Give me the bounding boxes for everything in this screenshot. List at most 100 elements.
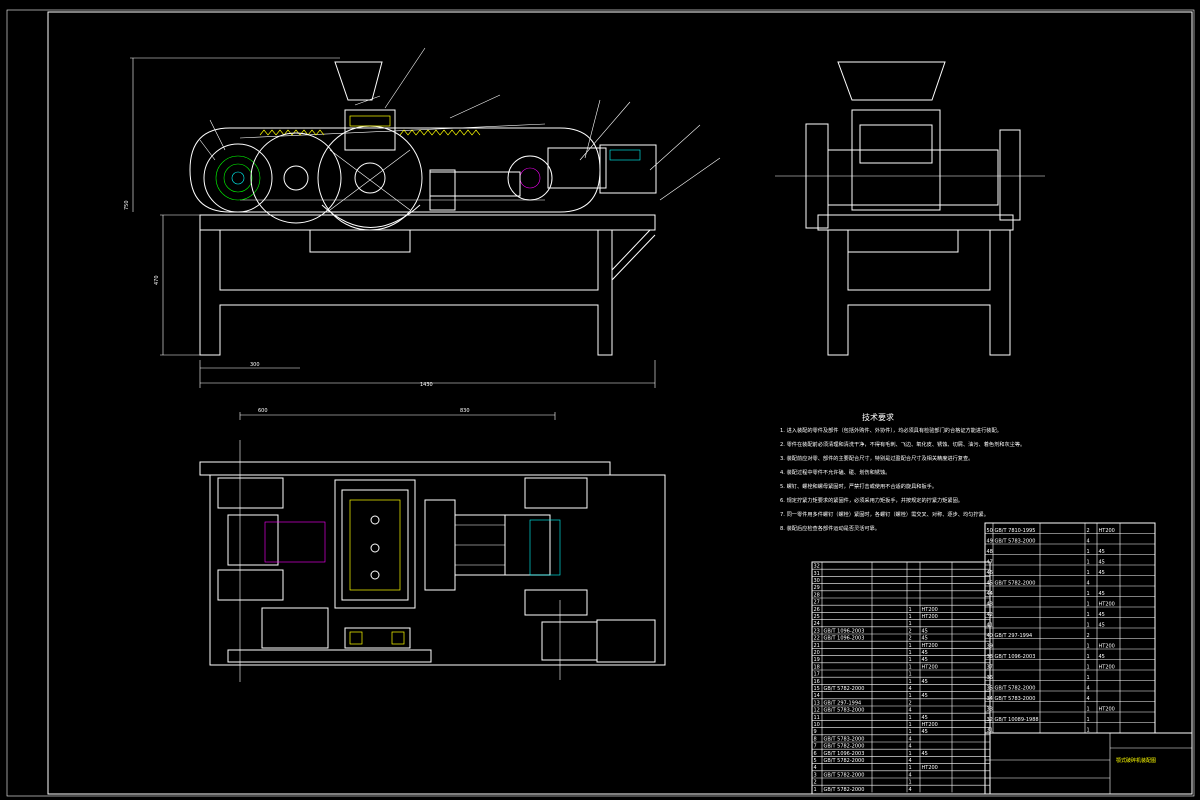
bom-cell: 1 xyxy=(909,693,912,699)
bom-cell: GB/T 5782-2000 xyxy=(824,744,865,750)
dim-front-sub: 300 xyxy=(250,362,260,368)
bom-cell: GB/T 297-1994 xyxy=(995,633,1033,639)
bom-cell: 1 xyxy=(1087,717,1090,723)
bom-cell: 1 xyxy=(909,780,912,786)
tech-title: 技术要求 xyxy=(862,412,894,422)
bom-cell: HT200 xyxy=(1099,601,1115,607)
bom-cell: HT200 xyxy=(922,722,938,728)
bom-cell: 1 xyxy=(909,729,912,735)
bom-cell: 26 xyxy=(814,607,820,613)
tech-note-5: 5. 螺钉、螺栓和螺母紧固时，严禁打击或使用不合适的旋具和扳手。 xyxy=(780,482,937,490)
bom-cell: 45 xyxy=(1099,591,1105,597)
tech-note-3: 3. 装配前应对零、部件的主要配合尺寸，特别是过盈配合尺寸及相关精度进行复查。 xyxy=(780,454,973,462)
bom-cell: 1 xyxy=(909,679,912,685)
bom-cell: 22 xyxy=(814,636,820,642)
bom-cell: 16 xyxy=(814,679,820,685)
bom-cell: 1 xyxy=(909,650,912,656)
bom-cell: 45 xyxy=(922,693,928,699)
bom-cell: 2 xyxy=(909,636,912,642)
title-block-name: 颚式破碎机装配图 xyxy=(1116,757,1156,764)
bom-cell: GB/T 10089-1988 xyxy=(995,717,1039,723)
bom-cell: 45 xyxy=(1099,549,1105,555)
sheet-inner-border xyxy=(47,11,1193,795)
tech-note-2: 2. 零件在装配前必须清理和清洗干净，不得有毛刺、飞边、氧化皮、锈蚀、切屑、油污… xyxy=(780,440,1025,448)
bom-cell: 31 xyxy=(814,571,820,577)
bom-cell: 8 xyxy=(814,736,817,742)
bom-cell: GB/T 297-1994 xyxy=(824,700,862,706)
bom-cell: 1 xyxy=(1087,601,1090,607)
bom-cell: GB/T 5782-2000 xyxy=(824,686,865,692)
bom-cell: 25 xyxy=(814,614,820,620)
bom-cell: 18 xyxy=(814,664,820,670)
bom-cell: GB/T 5782-2000 xyxy=(824,787,865,793)
tech-note-7: 7. 同一零件用多件螺钉（螺栓）紧固时，各螺钉（螺栓）需交叉、对称、逐步、均匀拧… xyxy=(780,510,989,518)
bom-cell: HT200 xyxy=(1099,528,1115,534)
bom-cell: 48 xyxy=(987,549,993,555)
bom-cell: 1 xyxy=(1087,612,1090,618)
bom-cell: 1 xyxy=(1087,727,1090,733)
bom-cell: 4 xyxy=(1087,580,1090,586)
bom-cell: 4 xyxy=(814,765,817,771)
bom-cell: 4 xyxy=(909,772,912,778)
bom-cell: 1 xyxy=(1087,643,1090,649)
bom-cell: 15 xyxy=(814,686,820,692)
bom-cell: 1 xyxy=(909,715,912,721)
bom-cell: GB/T 5782-2000 xyxy=(824,758,865,764)
front-view xyxy=(130,47,721,388)
bom-cell: 24 xyxy=(814,621,820,627)
bom-cell: 45 xyxy=(922,715,928,721)
bom-cell: 1 xyxy=(1087,559,1090,565)
bom-cell: 1 xyxy=(909,722,912,728)
bom-cell: 45 xyxy=(922,650,928,656)
dim-front-width: 1430 xyxy=(420,382,433,388)
bom-cell: 5 xyxy=(814,758,817,764)
bom-cell: 1 xyxy=(1087,664,1090,670)
bom-cell: 4 xyxy=(909,758,912,764)
bom-cell: 3 xyxy=(814,772,817,778)
tech-note-8: 8. 装配后应检查各部件运动是否灵活可靠。 xyxy=(780,524,880,532)
bom-cell: 6 xyxy=(814,751,817,757)
bom-cell: 2 xyxy=(1087,528,1090,534)
bom-left-frame xyxy=(811,561,991,795)
tech-note-1: 1. 进入装配的零件及部件（包括外购件、外协件），均必须具有检验部门的合格证方能… xyxy=(780,426,1002,434)
bom-cell: 45 xyxy=(922,751,928,757)
bom-cell: 1 xyxy=(909,621,912,627)
bom-cell: 29 xyxy=(814,585,820,591)
bom-cell: HT200 xyxy=(1099,664,1115,670)
bom-cell: 1 xyxy=(814,787,817,793)
bom-cell: 1 xyxy=(1087,675,1090,681)
bom-cell: 27 xyxy=(814,600,820,606)
bom-cell: HT200 xyxy=(922,607,938,613)
bom-cell: GB/T 5783-2000 xyxy=(995,696,1036,702)
bom-cell: 12 xyxy=(814,708,820,714)
bom-cell: 45 xyxy=(922,657,928,663)
bom-cell: HT200 xyxy=(922,614,938,620)
bom-cell: 45 xyxy=(1099,654,1105,660)
bom-cell: 4 xyxy=(1087,685,1090,691)
bom-cell: 1 xyxy=(1087,706,1090,712)
bom-cell: HT200 xyxy=(922,643,938,649)
bom-cell: 1 xyxy=(1087,622,1090,628)
bom-cell: 30 xyxy=(814,578,820,584)
bom-cell: 17 xyxy=(814,672,820,678)
bom-cell: 21 xyxy=(814,643,820,649)
bom-cell: GB/T 1096-2003 xyxy=(995,654,1036,660)
bom-cell: 1 xyxy=(909,664,912,670)
bom-cell: GB/T 7810-1995 xyxy=(995,528,1036,534)
bom-cell: 23 xyxy=(814,628,820,634)
tech-note-6: 6. 规定拧紧力矩要求的紧固件，必须采用力矩扳手，并按规定的拧紧力矩紧固。 xyxy=(780,496,963,504)
bom-cell: 4 xyxy=(1087,696,1090,702)
bom-cell: 1 xyxy=(909,765,912,771)
bom-cell: 45 xyxy=(922,679,928,685)
dim-plan-right: 830 xyxy=(460,408,470,414)
bom-cell: HT200 xyxy=(1099,706,1115,712)
bom-cell: 10 xyxy=(814,722,820,728)
bom-cell: 45 xyxy=(922,628,928,634)
bom-cell: 2 xyxy=(909,628,912,634)
bom-cell: GB/T 5783-2000 xyxy=(824,736,865,742)
bom-cell: 13 xyxy=(814,700,820,706)
side-view xyxy=(775,61,1045,356)
bom-cell: 45 xyxy=(1099,622,1105,628)
bom-cell: 2 xyxy=(814,780,817,786)
